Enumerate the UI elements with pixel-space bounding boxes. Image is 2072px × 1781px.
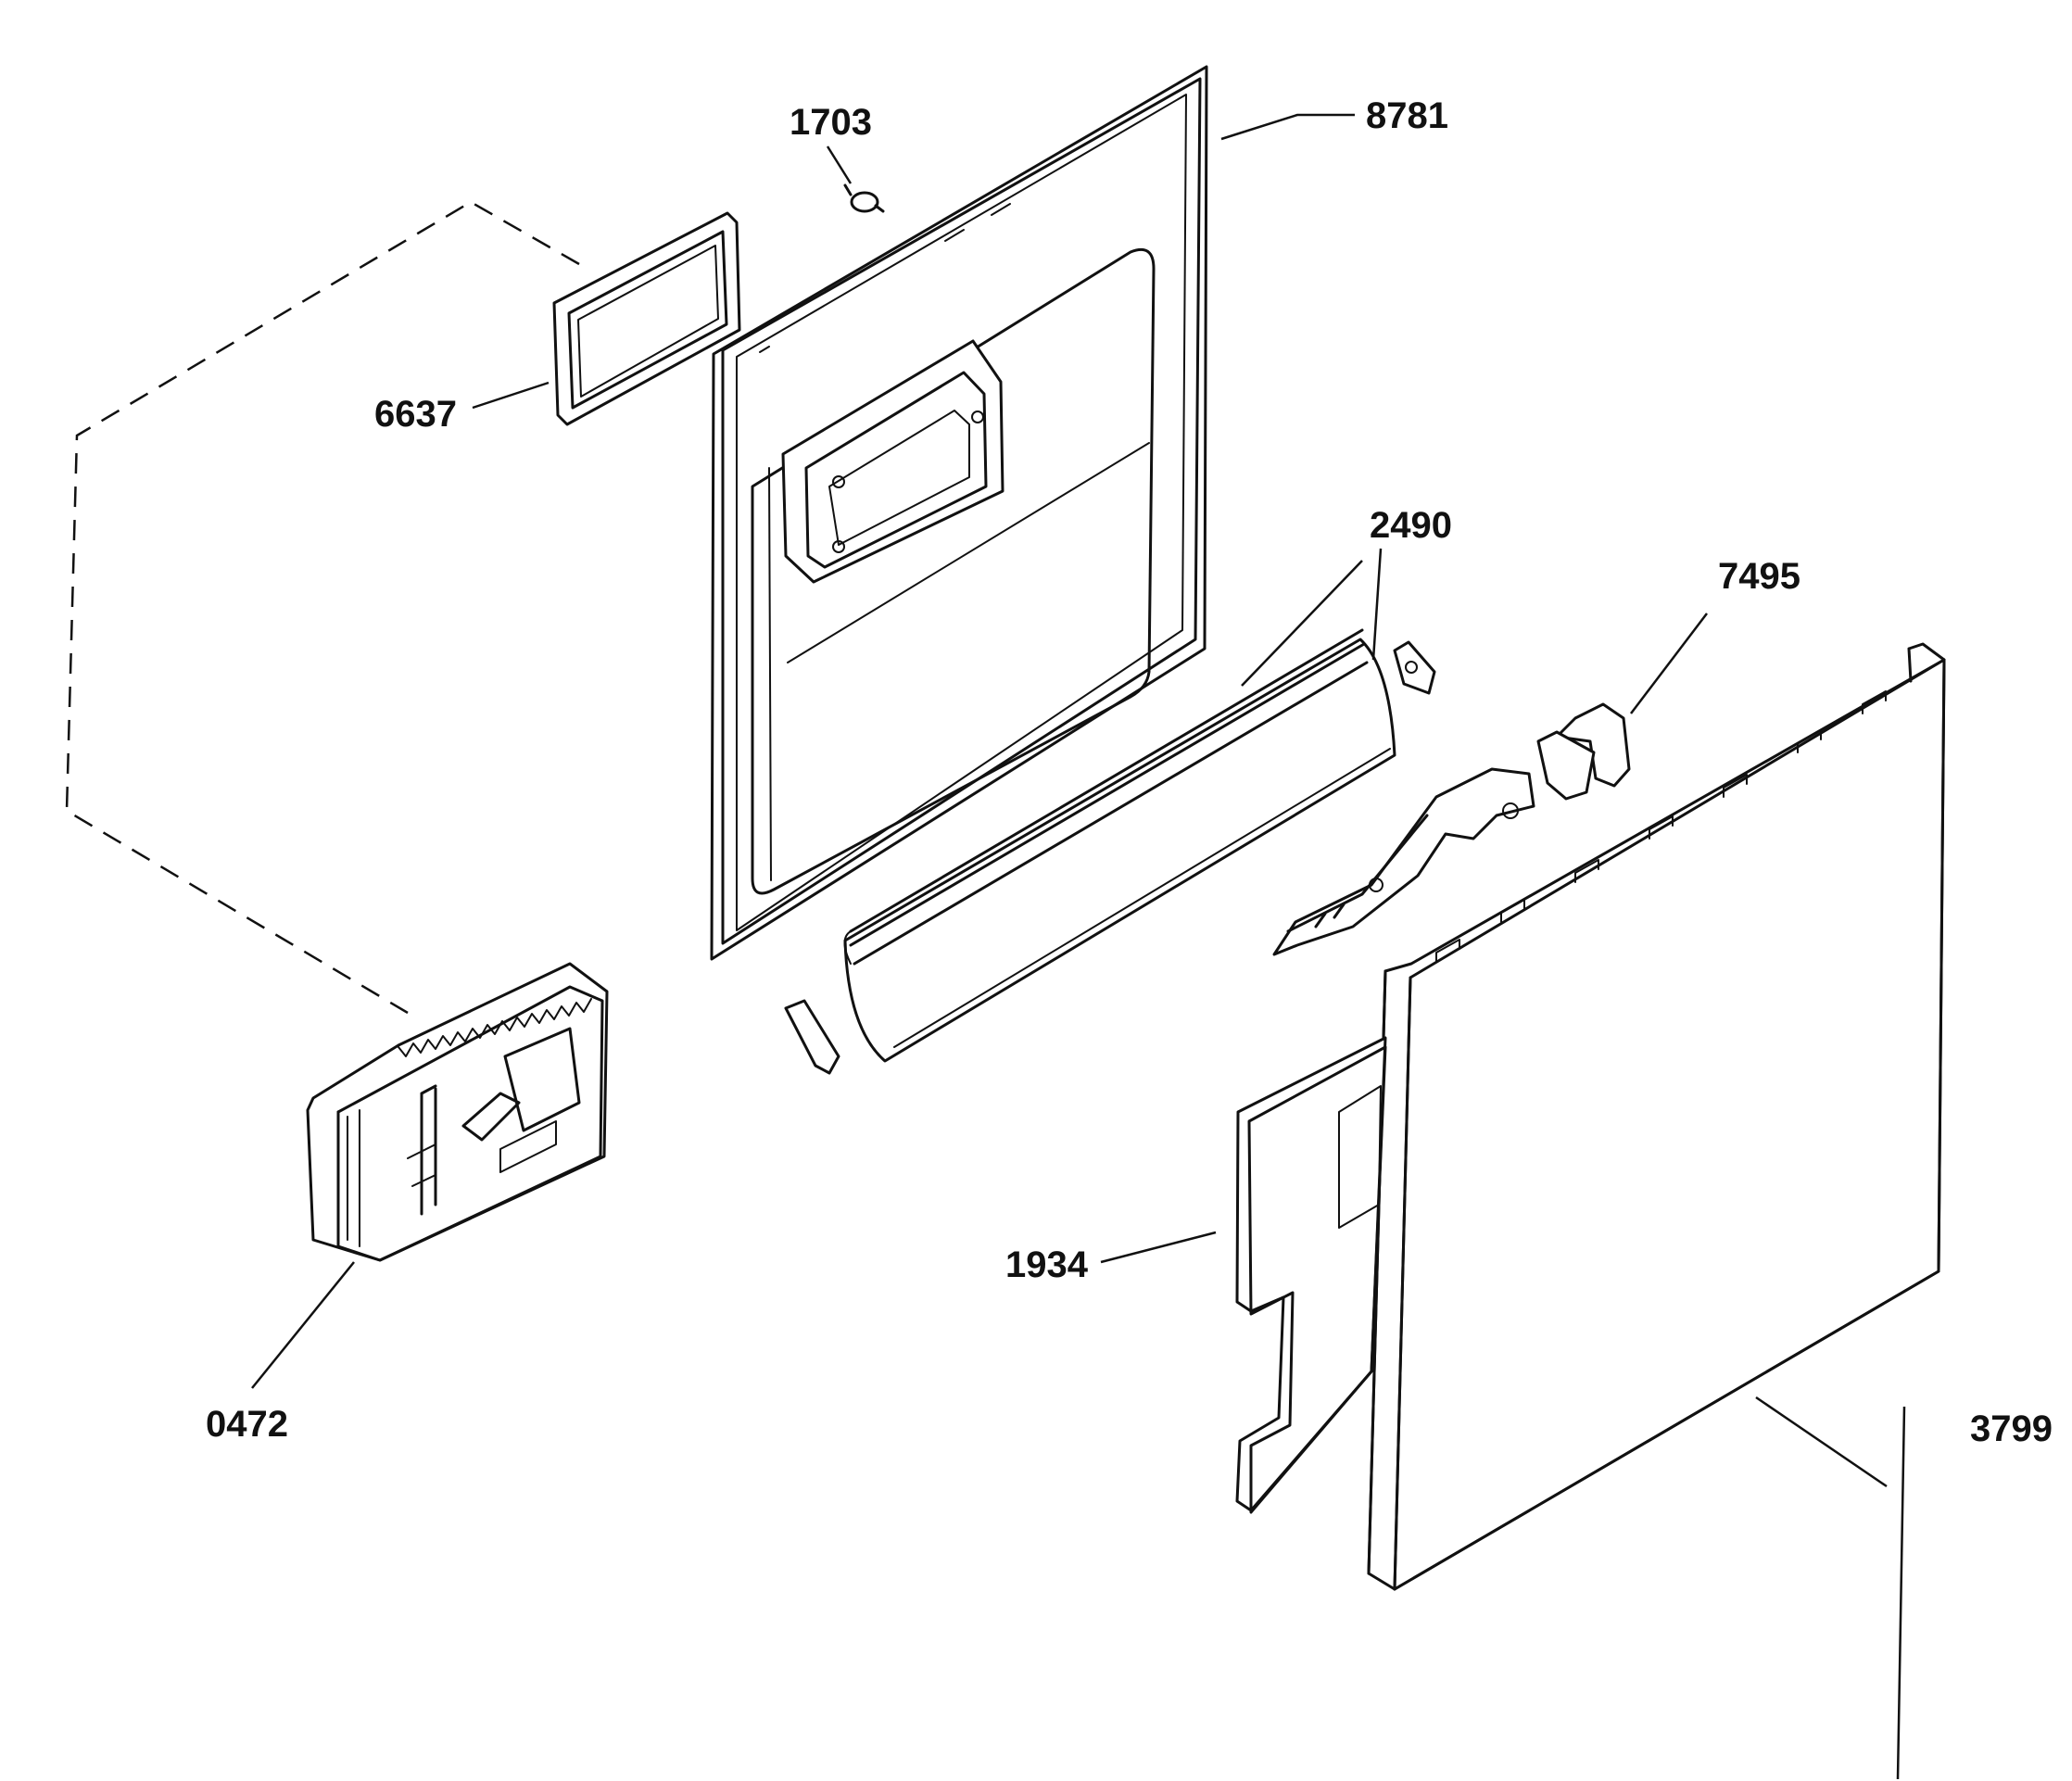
part-label-1934: 1934 bbox=[1005, 1244, 1089, 1285]
leader-3799 bbox=[1755, 1396, 1906, 1780]
part-1934-insulation-pad bbox=[1235, 1036, 1387, 1514]
part-label-2490: 2490 bbox=[1370, 505, 1452, 546]
part-label-6637: 6637 bbox=[374, 394, 457, 435]
part-6637-gasket bbox=[552, 211, 741, 426]
part-2490-trim-strip bbox=[784, 628, 1436, 1075]
part-label-8781: 8781 bbox=[1366, 95, 1448, 136]
part-label-3799: 3799 bbox=[1970, 1408, 2053, 1449]
part-3799-outer-panel bbox=[1367, 642, 1946, 1591]
part-label-1703: 1703 bbox=[790, 102, 872, 143]
part-label-0472: 0472 bbox=[206, 1404, 288, 1445]
leader-6637 bbox=[472, 381, 550, 410]
part-8781-door-liner bbox=[710, 65, 1208, 961]
part-1703-screw bbox=[843, 183, 885, 213]
assembly-guide-dashed bbox=[65, 200, 580, 1015]
leader-8781 bbox=[1220, 113, 1355, 141]
leader-1934 bbox=[1100, 1231, 1217, 1264]
part-0472-control-module bbox=[306, 962, 609, 1262]
leader-7495 bbox=[1630, 613, 1708, 714]
leader-1703 bbox=[826, 145, 853, 184]
part-label-7495: 7495 bbox=[1718, 556, 1800, 597]
part-7495-hinge-arm bbox=[1272, 702, 1631, 956]
leader-2490 bbox=[1241, 548, 1383, 687]
leader-0472 bbox=[251, 1261, 355, 1389]
